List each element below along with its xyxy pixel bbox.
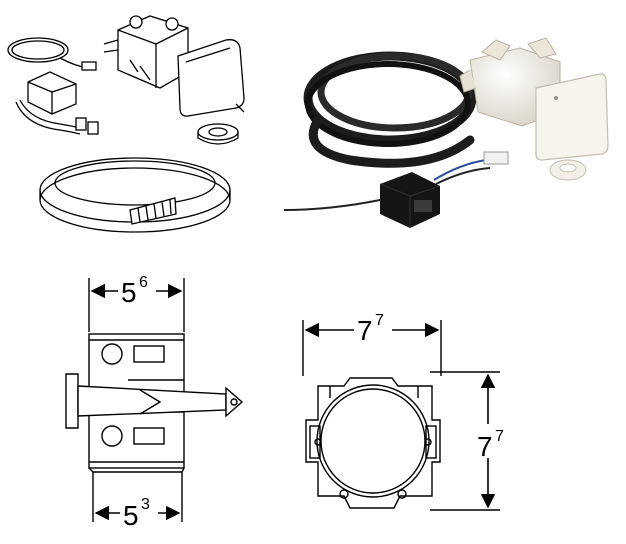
front-width-dim-superscript: 7 — [375, 312, 384, 329]
side-top-dim-value: 5 — [121, 277, 137, 308]
cable-coil-drawing — [7, 37, 97, 71]
kit-photo — [283, 37, 609, 228]
power-module-drawing — [15, 71, 99, 135]
ring-drawing — [197, 123, 239, 145]
front-height-dim-value: 7 — [477, 431, 493, 462]
hose-coil-photo — [303, 51, 477, 168]
side-top-dim-superscript: 6 — [139, 274, 148, 291]
cover-plate-drawing — [177, 39, 245, 117]
kit-line-drawing — [7, 15, 245, 233]
cover-plate-photo — [535, 73, 609, 161]
ring-photo — [549, 159, 587, 181]
power-module-photo — [283, 151, 509, 228]
side-bottom-dim-superscript: 3 — [141, 496, 150, 513]
box-drawing — [103, 15, 189, 89]
box-photo — [459, 37, 561, 127]
side-bottom-dim-value: 5 — [123, 500, 139, 531]
front-view-drawing: 7 7 7 7 — [302, 310, 514, 511]
hose-coil-drawing — [39, 157, 231, 233]
front-height-dim-superscript: 7 — [495, 428, 504, 445]
front-width-dim-value: 7 — [357, 315, 373, 346]
side-view-drawing: 5 6 5 3 — [65, 272, 244, 531]
